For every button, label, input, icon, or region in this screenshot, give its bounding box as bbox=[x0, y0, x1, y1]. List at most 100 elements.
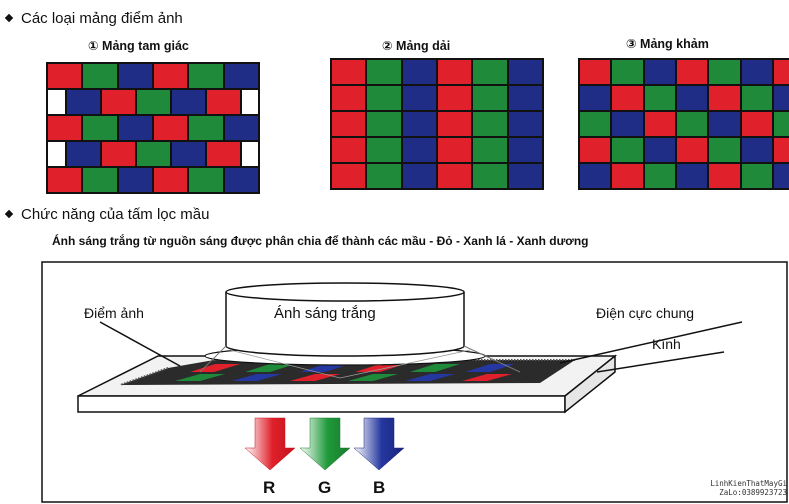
filter-cell-blue bbox=[465, 364, 515, 372]
pixel-cell-red bbox=[644, 112, 675, 136]
pixel-cell-green bbox=[136, 142, 170, 166]
pixel-cell-green bbox=[612, 138, 643, 162]
pixel-cell-red bbox=[154, 168, 188, 192]
pixel-cell-green bbox=[473, 164, 507, 188]
pixel-cell-white bbox=[48, 90, 65, 114]
pixel-cell-blue bbox=[224, 168, 258, 192]
pixel-cell-red bbox=[48, 64, 82, 88]
filter-layer bbox=[120, 360, 575, 385]
pixel-cell-white bbox=[241, 142, 258, 166]
filter-cell-blue bbox=[232, 374, 282, 381]
pixel-cell-blue bbox=[66, 90, 100, 114]
red-output-arrow bbox=[244, 417, 296, 471]
pixel-cell-green bbox=[676, 112, 708, 136]
letter-g: G bbox=[318, 478, 332, 497]
pixel-leader-line bbox=[99, 321, 181, 367]
pixel-cell-green bbox=[741, 86, 772, 110]
array-title-mosaic: ③ Mảng khảm bbox=[626, 37, 709, 51]
pixel-cell-blue bbox=[773, 86, 789, 110]
pixel-cell-red bbox=[154, 116, 188, 140]
filter-cell-red bbox=[290, 374, 340, 381]
pixel-cell-red bbox=[580, 60, 611, 84]
pixel-cell-green bbox=[367, 112, 401, 136]
pixel-cell-red bbox=[206, 142, 240, 166]
pixel-cell-green bbox=[473, 112, 507, 136]
pixel-cell-red bbox=[773, 60, 789, 84]
pixel-cell-blue bbox=[580, 164, 611, 188]
watermark-line1: LinhKienThatMayGi bbox=[710, 479, 787, 488]
section-heading-text: Các loại mảng điểm ảnh bbox=[21, 10, 183, 27]
pixel-cell-green bbox=[83, 64, 117, 88]
pixel-cell-blue bbox=[676, 86, 708, 110]
pixel-cell-red bbox=[709, 164, 740, 188]
delta-pixel-array bbox=[46, 62, 260, 194]
pixel-cell-blue bbox=[118, 64, 152, 88]
pixel-cell-green bbox=[367, 60, 401, 84]
glass-leader-line bbox=[596, 351, 725, 373]
pixel-cell-red bbox=[332, 138, 366, 162]
letter-r: R bbox=[263, 478, 276, 497]
pixel-cell-blue bbox=[402, 138, 436, 162]
pixel-cell-blue bbox=[66, 142, 100, 166]
pixel-cell-blue bbox=[580, 86, 611, 110]
pixel-cell-white bbox=[48, 142, 65, 166]
pixel-cell-blue bbox=[224, 64, 258, 88]
pixel-cell-blue bbox=[508, 138, 542, 162]
pixel-cell-red bbox=[332, 86, 366, 110]
pixel-cell-green bbox=[367, 164, 401, 188]
pixel-cell-green bbox=[189, 168, 223, 192]
pixel-cell-blue bbox=[508, 112, 542, 136]
pixel-cell-green bbox=[189, 64, 223, 88]
watermark: LinhKienThatMayGi ZaLo:0389923723 bbox=[677, 479, 787, 497]
blue-output-arrow bbox=[353, 417, 405, 471]
light-source-top bbox=[225, 282, 465, 302]
watermark-line2: ZaLo:0389923723 bbox=[719, 488, 787, 497]
section-heading-text: Chức năng của tấm lọc mầu bbox=[21, 206, 210, 223]
pixel-cell-blue bbox=[741, 138, 772, 162]
pixel-cell-red bbox=[438, 86, 472, 110]
filter-cell-blue bbox=[300, 364, 350, 372]
filter-cell-green bbox=[175, 374, 225, 381]
pixel-cell-red bbox=[676, 60, 708, 84]
pixel-cell-blue bbox=[644, 138, 675, 162]
glass-label: Kính bbox=[652, 336, 681, 352]
pixel-cell-green bbox=[473, 86, 507, 110]
pixel-cell-red bbox=[206, 90, 240, 114]
pixel-cell-green bbox=[83, 168, 117, 192]
pixel-cell-blue bbox=[171, 142, 205, 166]
pixel-cell-green bbox=[83, 116, 117, 140]
pixel-cell-red bbox=[741, 112, 772, 136]
section-heading-color-filter: Chức năng của tấm lọc mầu bbox=[4, 206, 209, 223]
pixel-cell-green bbox=[473, 60, 507, 84]
pixel-cell-blue bbox=[741, 60, 772, 84]
pixel-cell-green bbox=[473, 138, 507, 162]
pixel-cell-red bbox=[438, 60, 472, 84]
pixel-cell-red bbox=[612, 164, 643, 188]
pixel-cell-red bbox=[48, 168, 82, 192]
pixel-cell-blue bbox=[644, 60, 675, 84]
pixel-cell-blue bbox=[402, 164, 436, 188]
common-electrode-label: Điện cực chung bbox=[596, 305, 695, 321]
pixel-cell-green bbox=[644, 86, 675, 110]
pixel-cell-blue bbox=[402, 112, 436, 136]
pixel-cell-red bbox=[332, 164, 366, 188]
pixel-cell-green bbox=[367, 138, 401, 162]
pixel-cell-blue bbox=[773, 164, 789, 188]
mosaic-pixel-array bbox=[578, 58, 789, 190]
panel-front-face bbox=[77, 395, 566, 413]
pixel-cell-blue bbox=[612, 112, 643, 136]
electrode-leader-line bbox=[559, 321, 743, 364]
pixel-cell-blue bbox=[676, 164, 708, 188]
pixel-cell-blue bbox=[508, 60, 542, 84]
pixel-cell-red bbox=[438, 164, 472, 188]
stripe-pixel-array bbox=[330, 58, 544, 190]
pixel-cell-blue bbox=[402, 86, 436, 110]
pixel-cell-red bbox=[438, 112, 472, 136]
pixel-cell-blue bbox=[508, 164, 542, 188]
green-output-arrow bbox=[299, 417, 351, 471]
pixel-cell-red bbox=[612, 86, 643, 110]
pixel-cell-green bbox=[612, 60, 643, 84]
filter-cell-green bbox=[410, 364, 460, 372]
pixel-cell-red bbox=[676, 138, 708, 162]
pixel-cell-blue bbox=[118, 168, 152, 192]
